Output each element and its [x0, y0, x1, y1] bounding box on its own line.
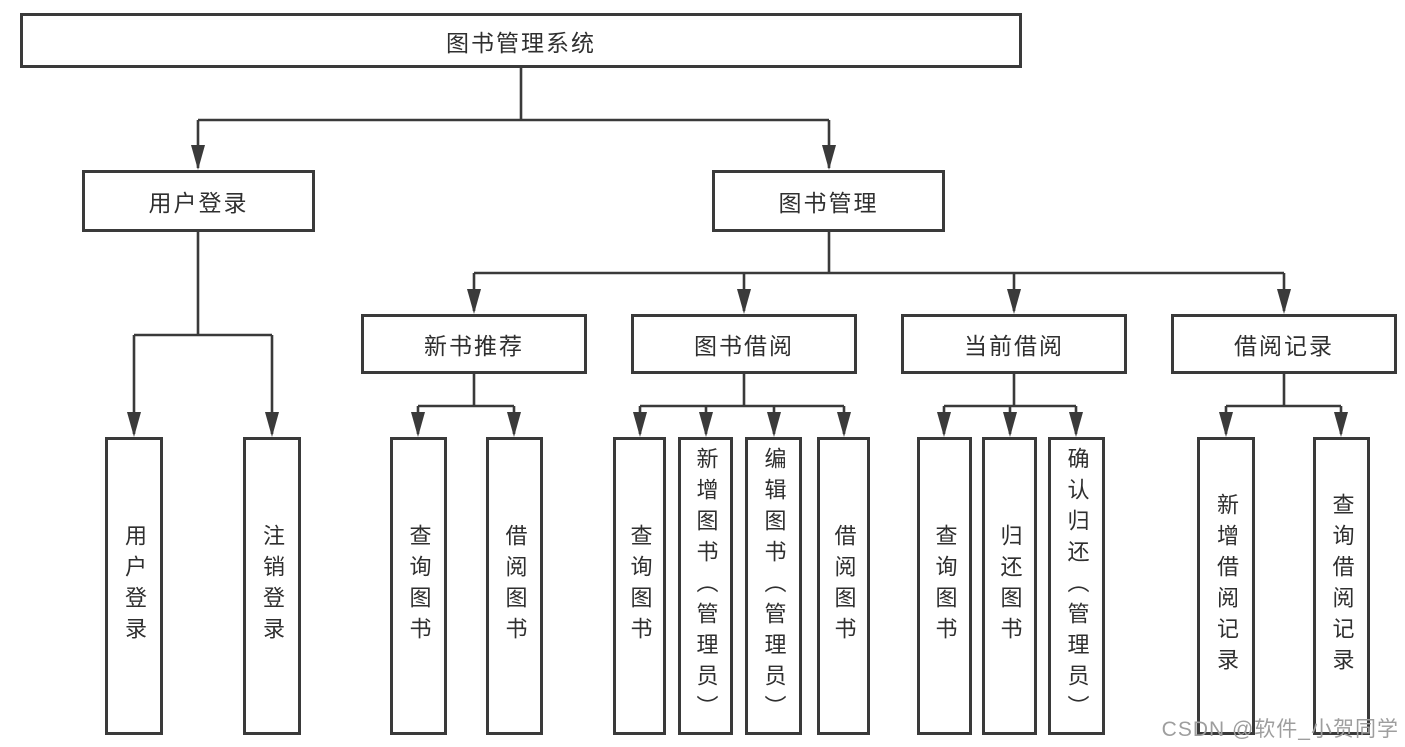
arrowheads: [127, 145, 1348, 437]
arrowhead: [1069, 412, 1083, 437]
connector-records-to-leaves: [1224, 374, 1343, 434]
arrowhead: [265, 412, 279, 437]
leaf-add-book-admin: 新增图书（管理员）: [678, 437, 733, 735]
leaf-confirm-return-admin: 确认归还（管理员）: [1048, 437, 1105, 735]
leaf-label: 查询图书: [932, 524, 958, 648]
node-label: 图书管理系统: [446, 29, 596, 56]
node-book-management: 图书管理: [712, 170, 945, 232]
node-label: 新书推荐: [424, 333, 524, 359]
node-label: 借阅记录: [1234, 333, 1334, 359]
leaf-label: 借阅图书: [502, 524, 528, 648]
leaf-add-borrow-record: 新增借阅记录: [1197, 437, 1255, 735]
node-new-book-recommend: 新书推荐: [361, 314, 587, 374]
leaf-label: 新增借阅记录: [1214, 493, 1239, 679]
node-book-borrow: 图书借阅: [631, 314, 857, 374]
leaf-edit-book-admin: 编辑图书（管理员）: [745, 437, 802, 735]
arrowhead: [837, 412, 851, 437]
connector-root-to-level2: [196, 68, 831, 168]
connector-newbook-to-leaves: [416, 374, 516, 434]
leaf-query-books-recommend: 查询图书: [390, 437, 447, 735]
leaf-query-books-borrow: 查询图书: [613, 437, 666, 735]
leaf-label: 确认归还（管理员）: [1064, 446, 1090, 726]
leaf-label: 归还图书: [997, 524, 1023, 648]
node-label: 图书借阅: [694, 333, 794, 359]
arrowhead: [737, 289, 751, 314]
arrowhead: [411, 412, 425, 437]
node-borrow-records: 借阅记录: [1171, 314, 1397, 374]
node-current-borrow: 当前借阅: [901, 314, 1127, 374]
leaf-label: 查询借阅记录: [1329, 493, 1355, 679]
arrowhead: [191, 145, 205, 170]
arrowhead: [467, 289, 481, 314]
leaf-return-book: 归还图书: [982, 437, 1037, 735]
connector-userlogin-to-leaves: [132, 232, 274, 434]
leaf-user-login: 用户登录: [105, 437, 163, 735]
arrowhead: [1334, 412, 1348, 437]
leaf-label: 注销登录: [260, 524, 285, 648]
leaf-label: 借阅图书: [831, 524, 857, 648]
connector-bookmgmt-to-level3: [472, 232, 1286, 311]
arrowhead: [1219, 412, 1233, 437]
arrowhead: [633, 412, 647, 437]
leaf-label: 查询图书: [627, 524, 653, 648]
leaf-borrow-books-recommend: 借阅图书: [486, 437, 543, 735]
leaf-logout: 注销登录: [243, 437, 301, 735]
arrowhead: [822, 145, 836, 170]
node-label: 用户登录: [148, 190, 249, 216]
connector-borrow-to-leaves: [638, 374, 846, 434]
leaf-label: 用户登录: [122, 524, 147, 648]
node-system-root: 图书管理系统: [20, 13, 1022, 68]
leaf-label: 查询图书: [406, 524, 432, 648]
leaf-query-borrow-record: 查询借阅记录: [1313, 437, 1370, 735]
arrowhead: [937, 412, 951, 437]
arrowhead: [1277, 289, 1291, 314]
node-user-login: 用户登录: [82, 170, 315, 232]
watermark: CSDN @软件_小贺同学: [1161, 718, 1399, 741]
arrowhead: [767, 412, 781, 437]
leaf-label: 新增图书（管理员）: [693, 446, 719, 726]
arrowhead: [507, 412, 521, 437]
arrowhead: [1007, 289, 1021, 314]
leaf-label: 编辑图书（管理员）: [761, 446, 787, 726]
leaf-borrow-books: 借阅图书: [817, 437, 870, 735]
arrowhead: [699, 412, 713, 437]
arrowhead: [127, 412, 141, 437]
node-label: 图书管理: [778, 190, 879, 216]
arrowhead: [1003, 412, 1017, 437]
leaf-query-books-current: 查询图书: [917, 437, 972, 735]
node-label: 当前借阅: [964, 333, 1064, 359]
